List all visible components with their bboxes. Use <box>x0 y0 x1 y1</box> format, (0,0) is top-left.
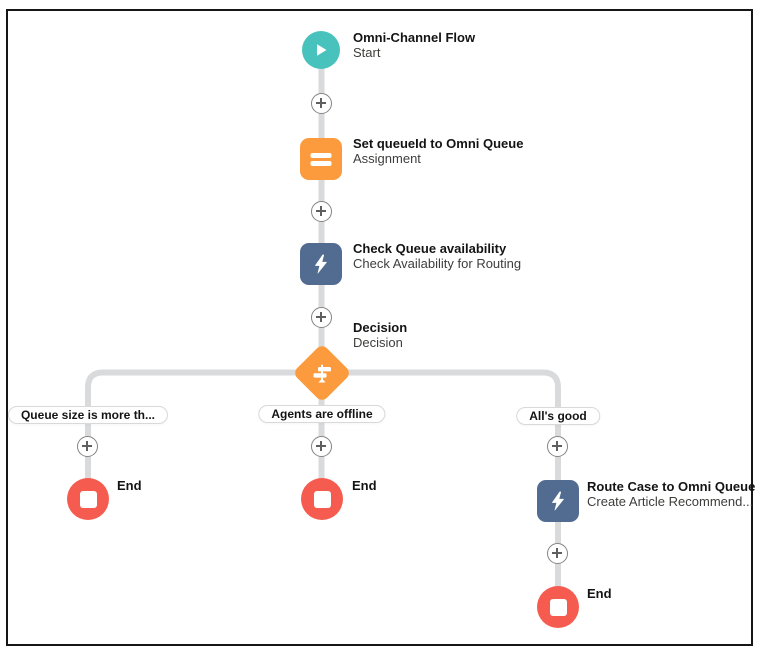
assignment-node-subtitle: Assignment <box>353 151 421 166</box>
decision-node-title: Decision <box>353 320 408 335</box>
start-node-subtitle: Start <box>353 45 381 60</box>
add-element-button-middle[interactable] <box>311 436 332 457</box>
lightning-icon <box>309 252 333 276</box>
end-node-right[interactable] <box>537 586 579 628</box>
plus-icon-bar <box>556 441 558 451</box>
plus-icon-bar <box>556 548 558 558</box>
check-availability-node-label: Check Queue availability Check Availabil… <box>353 241 521 271</box>
outcome-label-agents-offline[interactable]: Agents are offline <box>258 405 386 423</box>
start-node-label: Omni-Channel Flow Start <box>353 30 475 60</box>
check-availability-node-subtitle: Check Availability for Routing <box>353 256 522 271</box>
end-node-middle-title: End <box>352 478 377 493</box>
decision-node-subtitle: Decision <box>353 335 403 350</box>
stop-icon <box>79 490 97 508</box>
end-node-left[interactable] <box>67 478 109 520</box>
end-node-left-title: End <box>117 478 142 493</box>
route-case-node-subtitle: Create Article Recommend... <box>587 494 754 509</box>
end-node-left-label: End <box>117 478 142 493</box>
check-availability-node[interactable] <box>300 243 342 285</box>
start-node-title: Omni-Channel Flow <box>353 30 476 45</box>
outcome-label-queue-size[interactable]: Queue size is more th... <box>7 406 169 424</box>
end-node-middle-label: End <box>352 478 377 493</box>
route-case-node-title: Route Case to Omni Queue <box>587 479 756 494</box>
assignment-node-label: Set queueId to Omni Queue Assignment <box>353 136 523 166</box>
plus-icon-bar <box>86 441 88 451</box>
plus-icon-bar <box>320 312 322 322</box>
check-availability-node-title: Check Queue availability <box>353 241 507 256</box>
route-case-node[interactable] <box>537 480 579 522</box>
play-icon <box>311 40 331 60</box>
connector-branch-right <box>321 369 561 484</box>
connector-branch-left <box>85 369 322 482</box>
outcome-label-alls-good[interactable]: All's good <box>516 407 600 425</box>
signpost-icon <box>308 359 336 387</box>
add-element-button-left[interactable] <box>77 436 98 457</box>
plus-icon-bar <box>320 441 322 451</box>
end-node-middle[interactable] <box>301 478 343 520</box>
stop-icon <box>549 598 567 616</box>
add-element-button-right[interactable] <box>547 436 568 457</box>
decision-node-label: Decision Decision <box>353 320 407 350</box>
add-element-button-1[interactable] <box>311 93 332 114</box>
lightning-icon <box>546 489 570 513</box>
add-element-button-2[interactable] <box>311 201 332 222</box>
assignment-node-title: Set queueId to Omni Queue <box>353 136 524 151</box>
add-element-button-3[interactable] <box>311 307 332 328</box>
plus-icon-bar <box>320 98 322 108</box>
start-node[interactable] <box>302 31 340 69</box>
end-node-right-label: End <box>587 586 612 601</box>
equals-icon <box>308 146 334 172</box>
stop-icon <box>313 490 331 508</box>
assignment-node[interactable] <box>300 138 342 180</box>
end-node-right-title: End <box>587 586 612 601</box>
flow-canvas-border <box>6 9 753 646</box>
add-element-button-right-lower[interactable] <box>547 543 568 564</box>
plus-icon-bar <box>320 206 322 216</box>
route-case-node-label: Route Case to Omni Queue Create Article … <box>587 479 755 509</box>
